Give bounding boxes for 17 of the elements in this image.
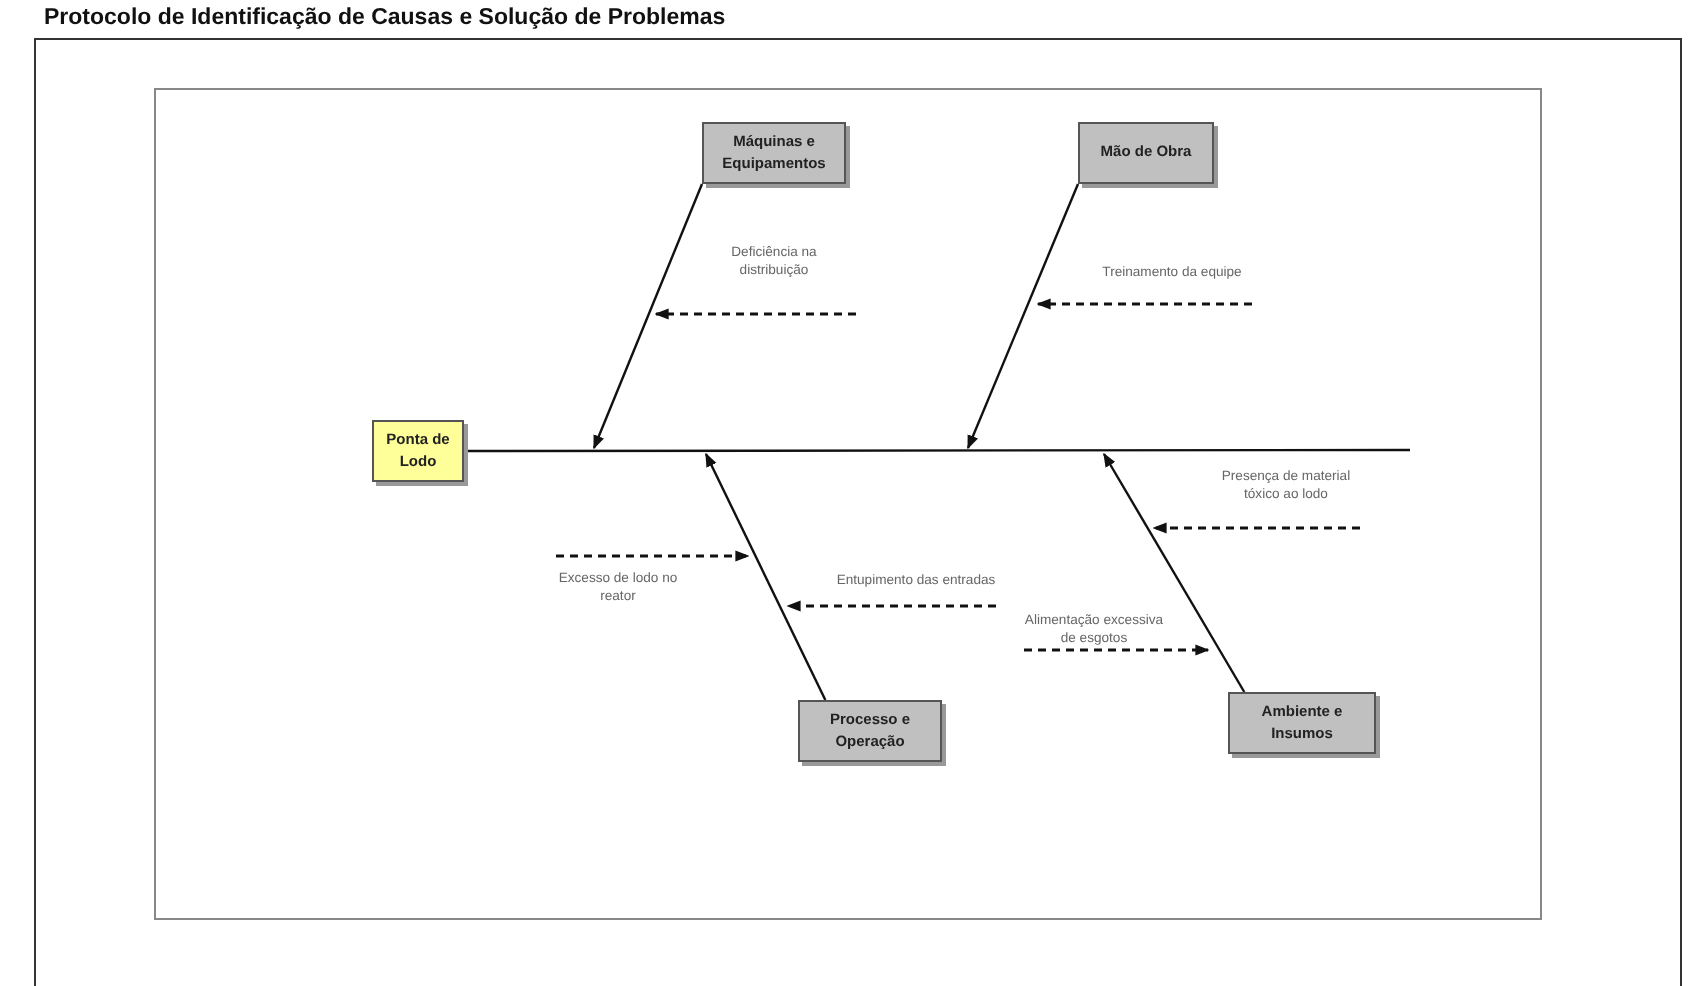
arrow	[592, 183, 704, 450]
dashed-arrow	[1036, 298, 1252, 310]
category-box	[1228, 692, 1376, 754]
spine-line	[464, 448, 1410, 453]
dashed-arrow	[1152, 522, 1360, 534]
title: Protocolo de Identificação de Causas e Solução de Problemas	[44, 6, 726, 30]
arrow	[704, 452, 827, 701]
dashed-arrow	[556, 550, 750, 562]
dashed-arrow	[786, 600, 996, 612]
arrow	[1102, 452, 1246, 693]
category-box	[1078, 122, 1214, 184]
category-box	[798, 700, 942, 762]
dashed-arrow	[654, 308, 856, 320]
problem-box	[372, 420, 464, 482]
category-box	[702, 122, 846, 184]
dashed-arrow	[1024, 644, 1210, 656]
arrow	[966, 183, 1080, 450]
